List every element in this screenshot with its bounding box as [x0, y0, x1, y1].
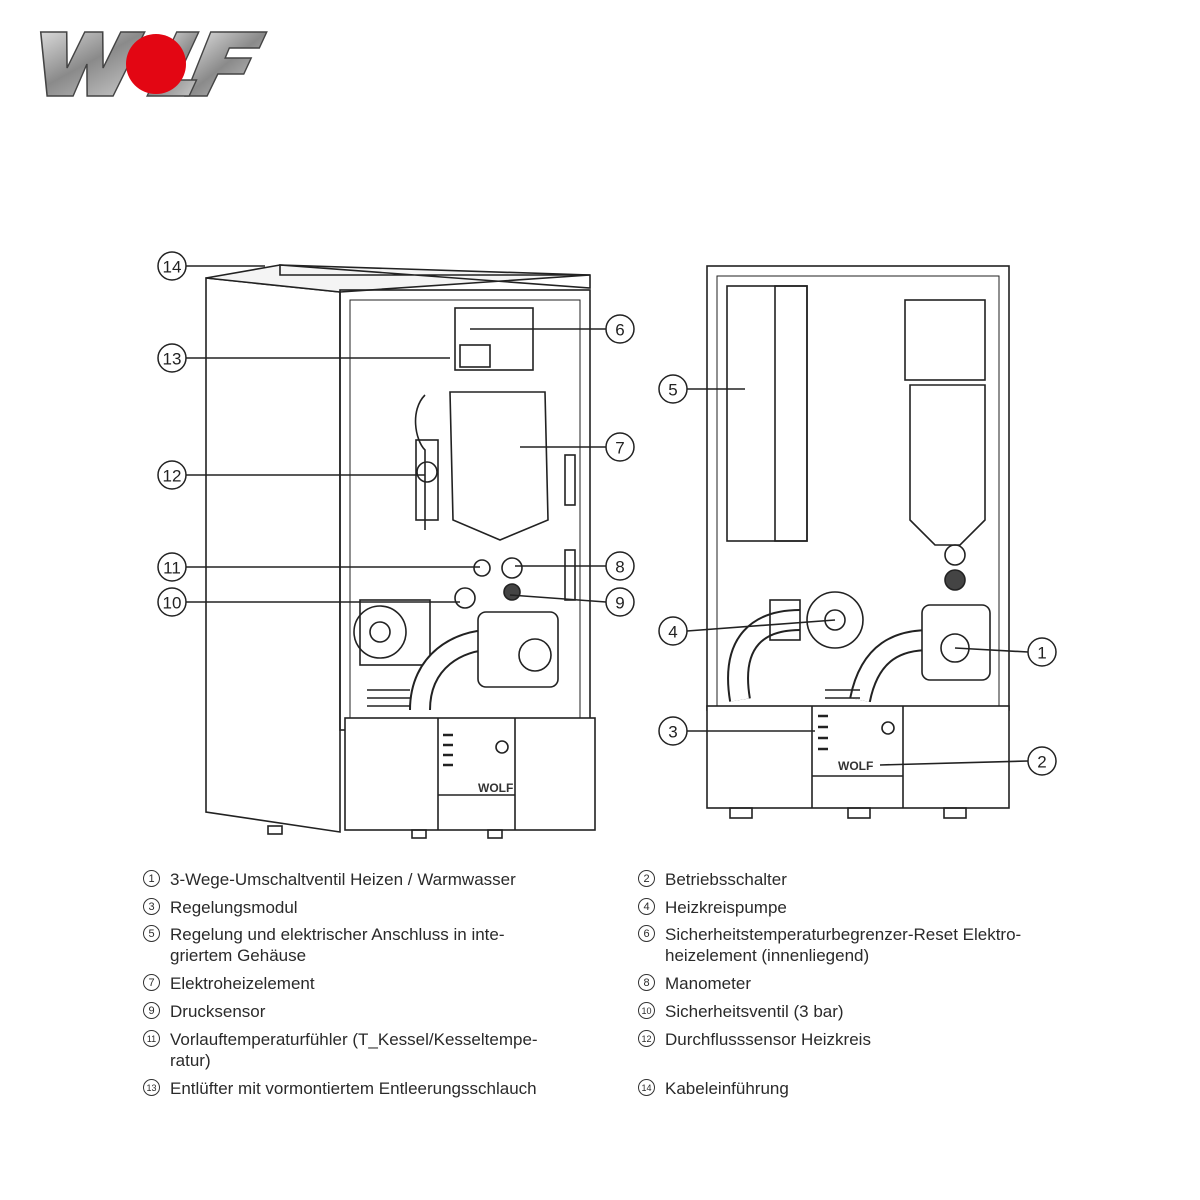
- left-unit-perspective: WOLF: [205, 264, 596, 839]
- callout-circle: [605, 314, 635, 344]
- callout-circle: [658, 374, 688, 404]
- left-unit-logo: WOLF: [478, 781, 513, 795]
- callout-circle: [605, 432, 635, 462]
- legend-number: 9: [143, 1002, 160, 1019]
- callout-1: 1: [954, 637, 1057, 667]
- callout-number: 10: [163, 594, 182, 613]
- legend-text: Durchflusssensor Heizkreis: [665, 1030, 871, 1049]
- legend-number: 1: [143, 870, 160, 887]
- callout-10: 10: [157, 587, 460, 617]
- legend-text: Regelung und elektrischer Anschluss in i…: [170, 925, 505, 965]
- wolf-logo: [39, 31, 268, 97]
- callout-number: 5: [668, 381, 677, 400]
- callout-number: 13: [163, 350, 182, 369]
- legend-text: Kabeleinführung: [665, 1079, 789, 1098]
- callout-circle: [658, 616, 688, 646]
- callout-14: 14: [157, 251, 265, 281]
- callout-circle: [605, 551, 635, 581]
- legend-number: 7: [143, 974, 160, 991]
- legend-number: 6: [638, 925, 655, 942]
- callout-number: 14: [163, 258, 182, 277]
- callout-number: 11: [163, 559, 181, 578]
- legend-number: 4: [638, 898, 655, 915]
- callout-9: 9: [509, 587, 635, 617]
- callout-circle: [157, 343, 187, 373]
- callout-12: 12: [157, 460, 425, 490]
- callout-number: 8: [615, 558, 624, 577]
- legend-text: Vorlauftemperaturfühler (T_Kessel/Kessel…: [170, 1030, 538, 1070]
- callout-leader-line: [509, 594, 607, 603]
- legend-text: Sicherheitstemperaturbegrenzer-Reset Ele…: [665, 925, 1022, 965]
- logo-red-circle: [126, 34, 186, 94]
- legend-text: Drucksensor: [170, 1002, 266, 1021]
- legend-text: Regelungsmodul: [170, 898, 298, 917]
- legend-text: Heizkreispumpe: [665, 898, 787, 917]
- callout-number: 9: [615, 594, 624, 613]
- callout-leader-line: [686, 619, 836, 632]
- callout-5: 5: [658, 374, 745, 404]
- legend-number: 8: [638, 974, 655, 991]
- callout-circle: [157, 251, 187, 281]
- legend-text: Betriebsschalter: [665, 870, 787, 889]
- callout-number: 2: [1037, 753, 1046, 772]
- callout-circle: [157, 587, 187, 617]
- legend-text: 3-Wege-Umschaltventil Heizen / Warmwasse…: [170, 870, 516, 889]
- legend-number: 3: [143, 898, 160, 915]
- wolf-unit-diagram: WOLF WOLF 14 13 1: [157, 251, 1057, 839]
- legend-number: 11: [143, 1030, 160, 1047]
- legend-number: 14: [638, 1079, 655, 1096]
- callout-number: 4: [668, 623, 677, 642]
- legend-text: Sicherheitsventil (3 bar): [665, 1002, 844, 1021]
- right-unit-front: WOLF: [706, 265, 1010, 819]
- legend-number: 12: [638, 1030, 655, 1047]
- callout-4: 4: [658, 616, 836, 646]
- callout-number: 6: [615, 321, 624, 340]
- callout-circle: [605, 587, 635, 617]
- callout-11: 11: [157, 552, 480, 582]
- callout-circle: [1027, 746, 1057, 776]
- legend-number: 10: [638, 1002, 655, 1019]
- callout-number: 7: [615, 439, 624, 458]
- legend-text: Manometer: [665, 974, 751, 993]
- callout-2: 2: [879, 746, 1057, 776]
- callout-circle: [658, 716, 688, 746]
- legend-number: 5: [143, 925, 160, 942]
- callout-circle: [157, 552, 187, 582]
- callout-6: 6: [470, 314, 635, 344]
- callout-leader-line: [879, 760, 1029, 766]
- callout-8: 8: [515, 551, 635, 581]
- callout-number: 3: [668, 723, 677, 742]
- callout-circle: [157, 460, 187, 490]
- callout-7: 7: [520, 432, 635, 462]
- legend-text: Entlüfter mit vormontiertem Entleerungss…: [170, 1079, 537, 1098]
- right-unit-logo: WOLF: [838, 759, 873, 773]
- legend-number: 13: [143, 1079, 160, 1096]
- legend-number: 2: [638, 870, 655, 887]
- callout-3: 3: [658, 716, 815, 746]
- callout-leader-line: [954, 647, 1029, 653]
- callout-number: 1: [1037, 644, 1046, 663]
- callout-number: 12: [163, 467, 182, 486]
- callout-13: 13: [157, 343, 450, 373]
- legend-text: Elektroheizelement: [170, 974, 315, 993]
- callout-circle: [1027, 637, 1057, 667]
